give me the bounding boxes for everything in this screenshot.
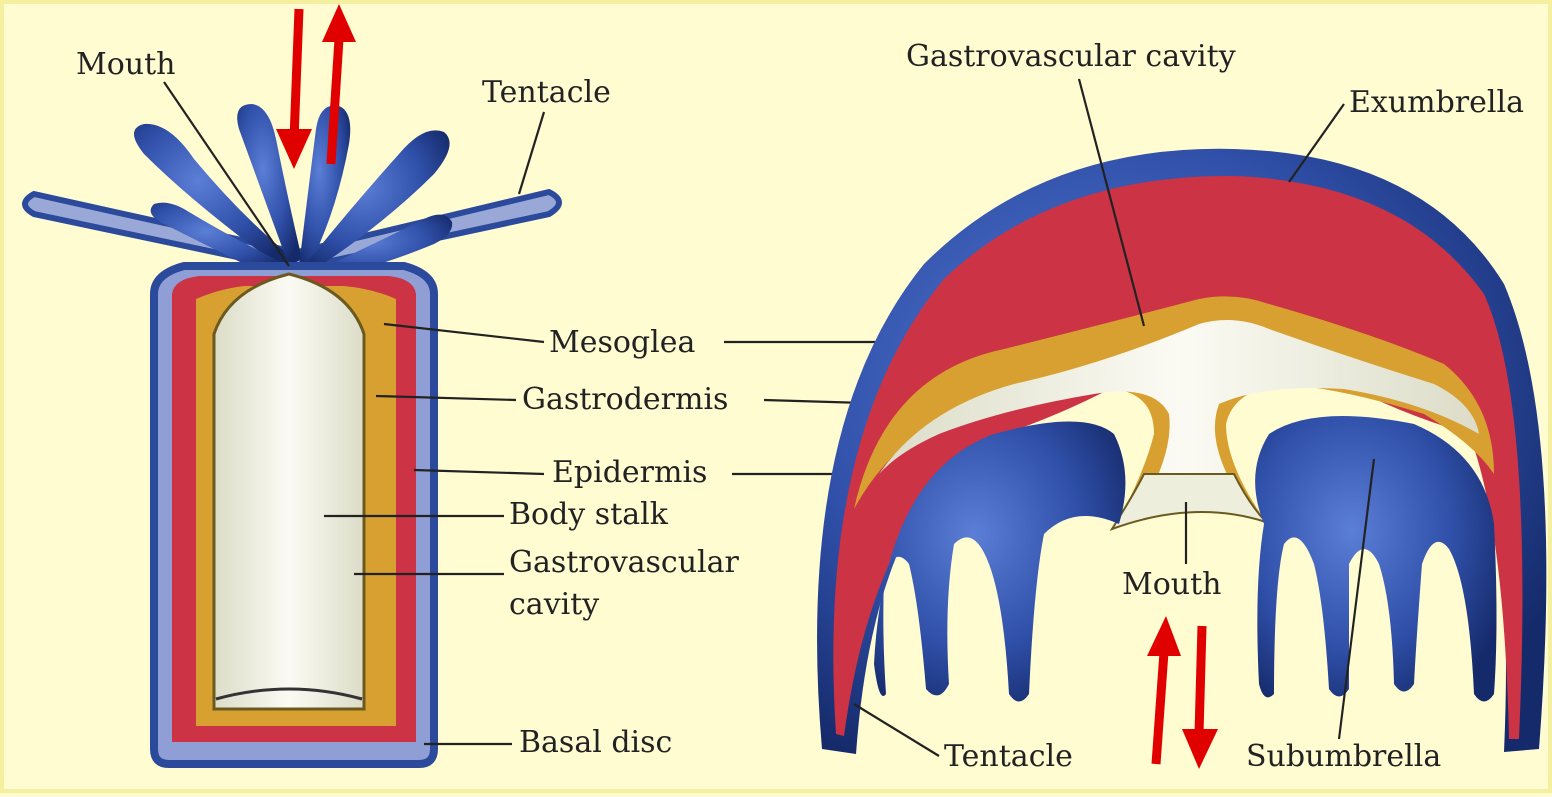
polyp-mouth-label: Mouth	[76, 47, 175, 82]
arrow-up-medusa-head	[1147, 616, 1181, 656]
basal-disc-label: Basal disc	[519, 725, 672, 760]
exumbrella-label: Exumbrella	[1349, 85, 1524, 120]
medusa-tentacle-label: Tentacle	[944, 739, 1073, 774]
subumbrella-label: Subumbrella	[1246, 739, 1441, 774]
arrow-down-medusa-head	[1182, 729, 1218, 769]
epidermis-label: Epidermis	[552, 455, 707, 490]
medusa-figure	[817, 149, 1546, 754]
arrow-down-out-of-medusa	[1199, 626, 1202, 734]
polyp-gastrovascular-cavity	[214, 274, 364, 709]
arrow-down-into-polyp	[294, 9, 299, 139]
polyp-tentacle-label: Tentacle	[482, 75, 611, 110]
medusa-gastrovascular-cavity-label: Gastrovascular cavity	[906, 39, 1236, 74]
arrow-up-head	[322, 4, 356, 42]
gastrodermis-label: Gastrodermis	[522, 382, 728, 417]
medusa-mouth-label: Mouth	[1122, 567, 1221, 602]
mesoglea-label: Mesoglea	[549, 325, 695, 360]
polyp-gastrovascular-label-1: Gastrovascular	[509, 545, 740, 580]
polyp-gastrovascular-label-2: cavity	[509, 587, 599, 622]
arrow-down-head	[276, 129, 312, 169]
polyp-figure	[25, 104, 559, 764]
medusa-flow-arrows	[1147, 616, 1218, 769]
arrow-up-into-medusa	[1156, 652, 1164, 764]
cnidarian-body-plans-diagram: Mouth Tentacle Mesoglea Gastrodermis Epi…	[4, 4, 1552, 797]
body-stalk-label: Body stalk	[509, 497, 669, 532]
